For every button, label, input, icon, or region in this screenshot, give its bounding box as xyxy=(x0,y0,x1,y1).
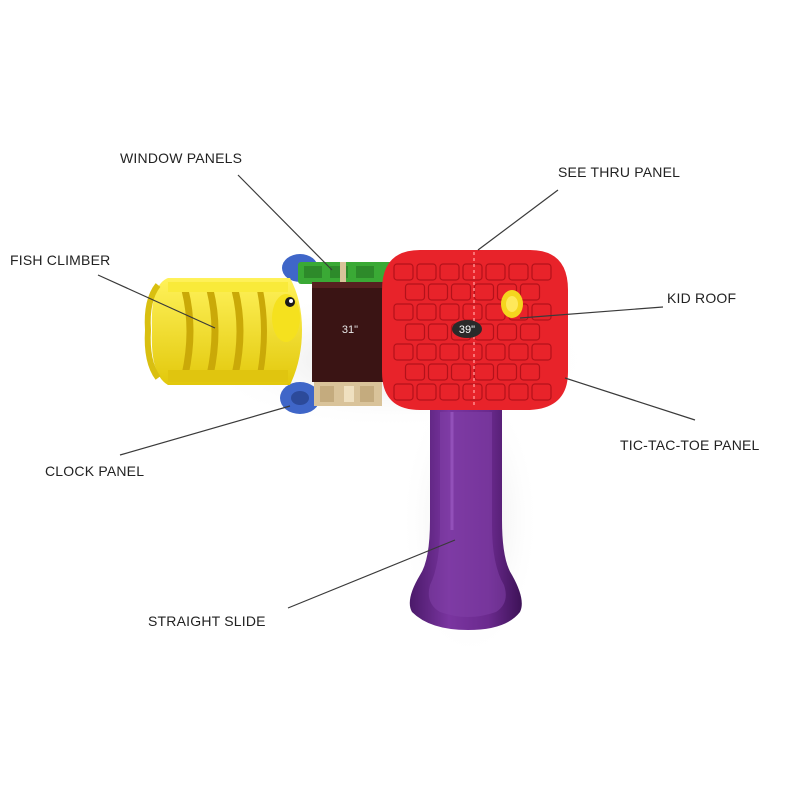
roof-tile xyxy=(519,323,541,341)
roof-tile xyxy=(496,363,518,381)
roof-tile xyxy=(393,263,414,281)
roof-tile xyxy=(508,263,529,281)
leader-fish-climber xyxy=(97,274,216,329)
roof-tile xyxy=(531,343,552,361)
label-tic-tac-toe-panel: TIC-TAC-TOE PANEL xyxy=(620,437,760,453)
roof-tile xyxy=(485,343,506,361)
leader-clock-panel xyxy=(119,405,291,456)
leader-kid-roof xyxy=(519,306,664,319)
leader-straight-slide xyxy=(287,539,456,609)
roof-tile xyxy=(427,283,449,301)
deck-platform xyxy=(312,282,392,382)
roof-tile xyxy=(462,383,483,401)
label-clock-panel: CLOCK PANEL xyxy=(45,463,144,479)
roof-tile xyxy=(393,343,414,361)
straight-slide-shape xyxy=(409,410,522,630)
roof-tile xyxy=(404,323,426,341)
leader-window-panels xyxy=(237,174,333,271)
roof-tile xyxy=(462,303,483,321)
roof-tile xyxy=(485,263,506,281)
roof-tile xyxy=(439,383,460,401)
roof-tile xyxy=(508,343,529,361)
roof-tile xyxy=(519,283,541,301)
label-kid-roof: KID ROOF xyxy=(667,290,736,306)
roof-tile xyxy=(404,283,426,301)
roof-tile xyxy=(450,363,472,381)
roof-tile xyxy=(462,343,483,361)
roof-tile xyxy=(439,343,460,361)
roof-tile xyxy=(531,263,552,281)
roof-height-label: 39" xyxy=(459,324,475,336)
roof-tile xyxy=(462,263,483,281)
leader-see-thru-panel xyxy=(477,189,559,251)
dimension-roof: 39" xyxy=(452,320,482,338)
roof-tile xyxy=(473,283,495,301)
label-straight-slide: STRAIGHT SLIDE xyxy=(148,613,266,629)
roof-tile xyxy=(450,283,472,301)
roof-tile xyxy=(508,383,529,401)
fish-climber-shape xyxy=(144,278,302,385)
roof-tile xyxy=(531,303,552,321)
window-panels-shape xyxy=(298,262,396,284)
label-window-panels: WINDOW PANELS xyxy=(120,150,242,166)
roof-tile xyxy=(404,363,426,381)
label-fish-climber: FISH CLIMBER xyxy=(10,252,110,268)
roof-tile xyxy=(416,343,437,361)
roof-tile xyxy=(416,383,437,401)
leader-lines xyxy=(97,174,696,609)
roof-tile xyxy=(393,383,414,401)
roof-tile xyxy=(393,303,414,321)
leader-tic-tac-toe xyxy=(564,377,696,421)
roof-tile xyxy=(439,303,460,321)
roof-tile xyxy=(519,363,541,381)
label-see-thru-panel: SEE THRU PANEL xyxy=(558,164,680,180)
deck-height-label: 31" xyxy=(342,324,358,336)
roof-tile xyxy=(427,363,449,381)
dimension-deck: 31" xyxy=(342,324,358,336)
roof-tile xyxy=(485,383,506,401)
roof-tile xyxy=(439,263,460,281)
roof-tile xyxy=(416,263,437,281)
clock-panel-shape xyxy=(314,382,382,406)
roof-tile xyxy=(427,323,449,341)
roof-tile xyxy=(416,303,437,321)
callout-labels: WINDOW PANELS SEE THRU PANEL FISH CLIMBE… xyxy=(10,150,760,629)
roof-tile xyxy=(496,323,518,341)
roof-tile xyxy=(531,383,552,401)
